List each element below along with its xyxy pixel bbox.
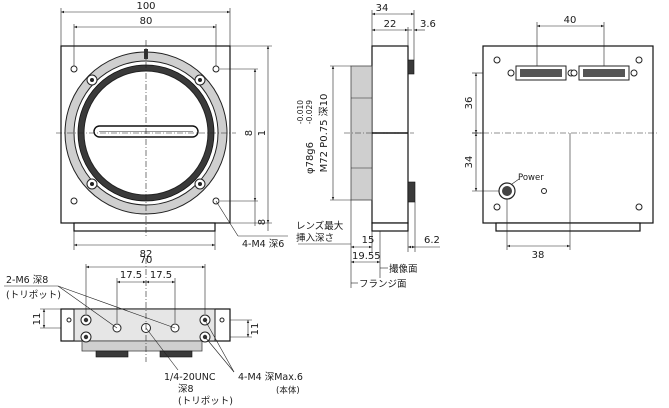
dim-17-5-right: 17.5 [150,270,172,281]
diameter-label: φ78g6 [305,142,316,174]
rear-corner-hole-icon [493,56,501,64]
front-view: 100 80 82 8 1 8 4-M4 深6 [56,1,288,260]
dim-22: 22 [384,19,397,30]
body-hole-icon [66,317,72,323]
bottom-mount-lip [81,340,203,352]
note-4-m4-sub: (本体) [276,385,300,396]
dim-inner-80: 80 [140,16,153,27]
rear-base-plate [495,222,641,232]
thread-label: M72 P0.75 深10 [318,94,330,173]
tolerance-upper: -0.010 [296,100,305,124]
dim-lower-82: 82 [140,249,153,260]
rear-corner-hole-icon [635,203,643,211]
dim-vertical-outer: 1 [257,130,268,136]
dim-depth-34: 34 [376,3,389,14]
bottom-view: 70 17.5 17.5 11 11 2-M6 深8 (トリポット) 1/4-2… [4,255,303,407]
dim-corner-8: 8 [257,219,268,225]
note-unc: 1/4-20UNC [164,372,216,383]
dim-19-55: 19.55 [352,251,381,262]
lens-depth-label-1: レンズ最大 [296,220,344,232]
dim-38: 38 [532,250,545,261]
note-unc-sub: (トリポット) [178,396,233,407]
power-label: Power [518,173,544,183]
note-2-m6: 2-M6 深8 [6,275,48,286]
dim-15: 15 [362,235,375,246]
camera-link-connector-icon [507,65,575,81]
bottom-connector-left [95,350,129,358]
mount-screw-icon [90,78,94,82]
rear-view: Power 40 36 34 38 [464,15,658,261]
corner-hole-icon [212,65,220,73]
side-base-plate [371,222,409,232]
note-2-m6-sub: (トリポット) [6,290,61,301]
dim-11-right: 11 [250,323,261,336]
side-rear-connector [407,181,416,203]
lens-depth-label-2: 挿入深さ [296,232,334,244]
side-body [371,45,409,224]
dim-vertical-inner: 8 [244,130,255,136]
power-led-icon [541,188,547,194]
dim-40: 40 [564,15,577,26]
hole-note-4-m4: 4-M4 深6 [242,239,284,250]
mount-screw-icon [90,182,94,186]
dim-3-6: 3.6 [420,19,436,30]
dim-34-rear: 34 [464,156,475,169]
note-unc-depth: 深8 [178,384,194,395]
body-hole-icon [219,317,225,323]
side-rear-knob [407,59,415,75]
side-view: 34 22 3.6 -0.010 -0.029 φ78g6 M72 P0.75 … [296,3,440,290]
dim-36: 36 [464,97,475,110]
corner-hole-icon [70,65,78,73]
mount-screw-icon [198,78,202,82]
dim-width-100: 100 [136,1,155,12]
rear-corner-hole-icon [635,56,643,64]
corner-hole-icon [70,197,78,205]
mount-screw-icon [198,182,202,186]
image-plane-label: 撮像面 [389,263,418,275]
flange-plane-label: フランジ面 [359,279,407,290]
dim-17-5-left: 17.5 [120,270,142,281]
camera-link-connector-icon [570,65,638,81]
bottom-connector-right [159,350,193,358]
rear-corner-hole-icon [493,203,501,211]
dim-6-2: 6.2 [424,235,440,246]
note-4-m4-depth: 4-M4 深Max.6 [238,372,303,383]
front-base-plate [73,222,216,232]
dim-70: 70 [140,255,153,266]
dim-11-left: 11 [32,313,43,326]
tolerance-lower: -0.029 [305,100,314,124]
